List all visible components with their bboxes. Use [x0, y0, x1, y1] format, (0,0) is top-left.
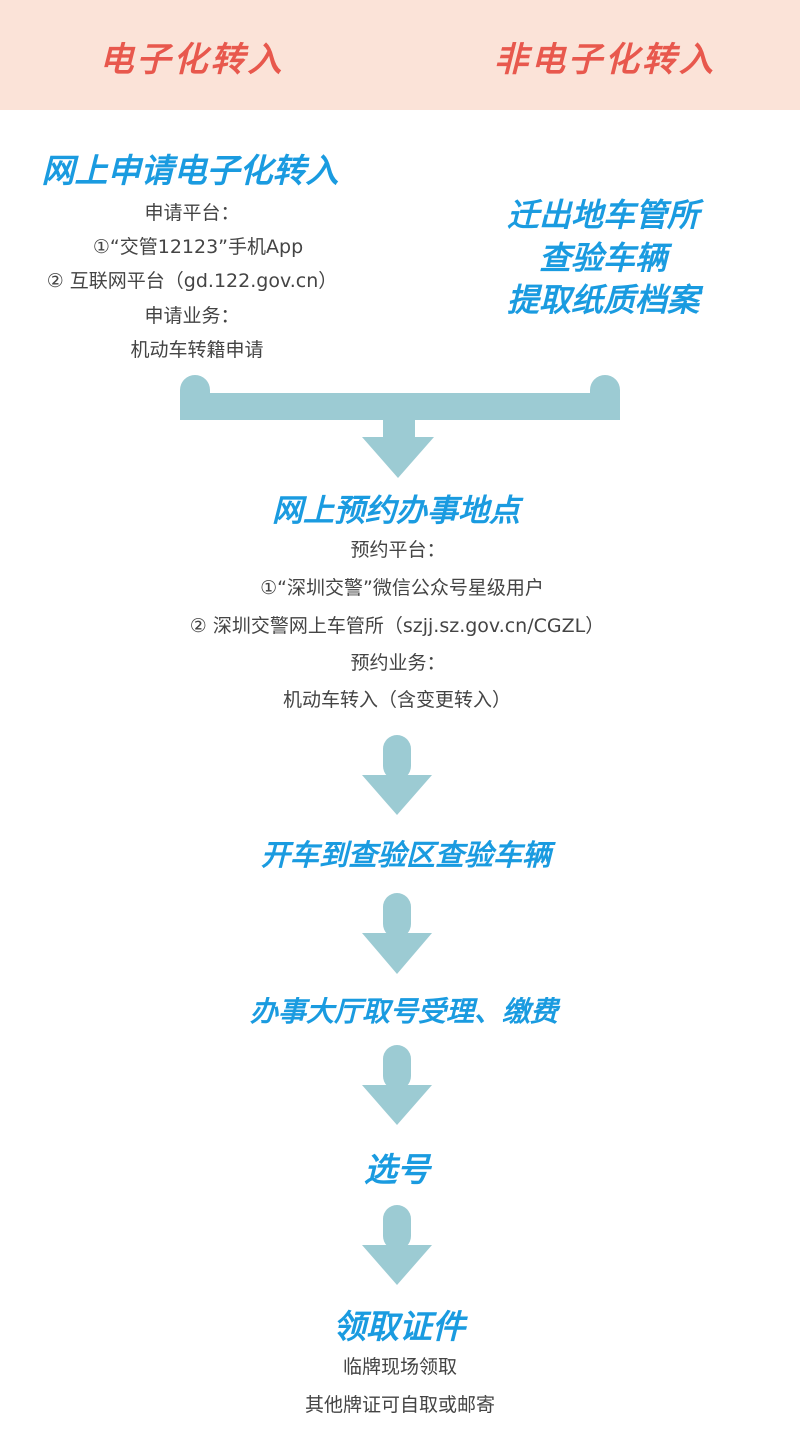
booking-line: 机动车转入（含变更转入） [282, 689, 512, 711]
merge-bracket-arrow [180, 375, 620, 478]
non-electronic-line: 查验车辆 [538, 239, 668, 277]
down-arrow-2 [362, 893, 432, 974]
inspect-title: 开车到查验区查验车辆 [260, 838, 552, 872]
booking-line: 预约业务： [350, 652, 446, 674]
booking-line: ② 深圳交警网上车管所（szjj.sz.gov.cn/CGZL） [189, 615, 605, 637]
number-title: 选号 [364, 1150, 430, 1189]
header-electronic: 电子化转入 [99, 40, 285, 80]
cert-title: 领取证件 [333, 1307, 465, 1346]
down-arrow-4 [362, 1205, 432, 1285]
non-electronic-line: 提取纸质档案 [506, 281, 700, 319]
booking-title: 网上预约办事地点 [272, 493, 520, 529]
non-electronic-line: 迁出地车管所 [506, 196, 700, 234]
electronic-line: ② 互联网平台（gd.122.gov.cn） [46, 270, 338, 292]
electronic-title: 网上申请电子化转入 [41, 151, 339, 190]
header-non-electronic: 非电子化转入 [494, 40, 716, 80]
booking-line: 预约平台： [350, 539, 446, 561]
electronic-line: 申请业务： [144, 305, 240, 327]
cert-line: 临牌现场领取 [342, 1356, 458, 1378]
electronic-line: ①“交管12123”手机App [92, 236, 304, 258]
hall-title: 办事大厅取号受理、缴费 [249, 995, 559, 1028]
down-arrow-1 [362, 735, 432, 815]
header-banner: 电子化转入 非电子化转入 [0, 0, 800, 110]
cert-line: 其他牌证可自取或邮寄 [304, 1394, 496, 1416]
booking-line: ①“深圳交警”微信公众号星级用户 [260, 577, 544, 599]
electronic-line: 机动车转籍申请 [130, 339, 264, 361]
down-arrow-3 [362, 1045, 432, 1125]
electronic-line: 申请平台： [144, 202, 240, 224]
